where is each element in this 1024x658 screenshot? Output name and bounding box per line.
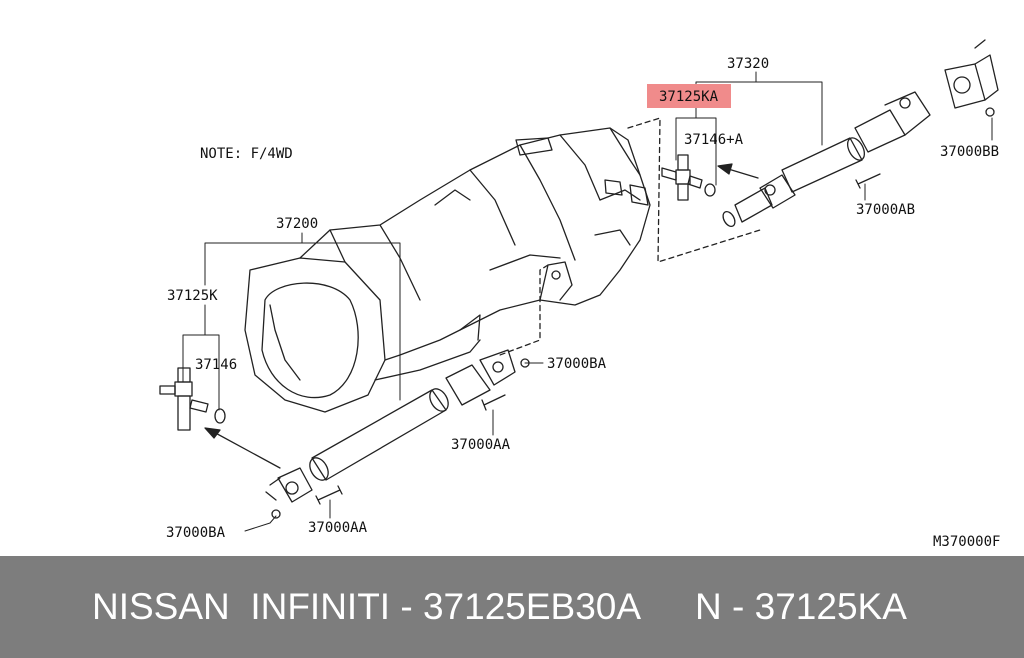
callout-37146A: 37146+A bbox=[684, 132, 744, 148]
arrow-rear-head bbox=[717, 163, 733, 175]
dashed-leader-front bbox=[499, 264, 549, 356]
universal-joint-rear bbox=[661, 154, 716, 201]
front-propeller-shaft bbox=[265, 349, 516, 503]
highlight-37125KA bbox=[647, 84, 731, 108]
bolt-front-lower-shape bbox=[315, 485, 343, 505]
universal-joint-front bbox=[159, 367, 226, 431]
callout-37000BA-upper: 37000BA bbox=[547, 356, 607, 372]
callout-37146: 37146 bbox=[195, 357, 237, 373]
callout-37125KA: 37125KA bbox=[659, 89, 719, 105]
nut-rear-shape bbox=[985, 107, 995, 117]
callout-37000AA-lower: 37000AA bbox=[308, 520, 368, 536]
transmission-housing bbox=[244, 127, 651, 413]
note-label: NOTE: F/4WD bbox=[200, 146, 293, 162]
callout-37000BA-lower: 37000BA bbox=[166, 525, 226, 541]
parts-diagram: NOTE: F/4WD 37200 37125K 37146 37000BA 3… bbox=[159, 39, 1000, 550]
nut-front-lower-shape bbox=[271, 509, 281, 519]
bolt-rear-shape bbox=[855, 173, 881, 189]
callout-37000AB: 37000AB bbox=[856, 202, 915, 218]
drawing-id: M370000F bbox=[933, 534, 1000, 550]
rear-propeller-shaft bbox=[722, 39, 999, 228]
arrow-front-head bbox=[204, 427, 221, 439]
callout-37320: 37320 bbox=[727, 56, 769, 72]
callout-37125K: 37125K bbox=[167, 288, 218, 304]
footer-part-number: NISSAN INFINITI - 37125EB30A bbox=[92, 586, 642, 627]
footer-oem-number: N - 37125KA bbox=[695, 586, 907, 627]
leader-lines bbox=[182, 71, 993, 532]
arrow-front bbox=[209, 429, 281, 469]
callout-37000AA-upper: 37000AA bbox=[451, 437, 511, 453]
footer-bar: NISSAN INFINITI - 37125EB30A N - 37125KA bbox=[0, 556, 1024, 658]
bolt-front-upper-shape bbox=[481, 394, 506, 411]
callout-37200: 37200 bbox=[276, 216, 318, 232]
callout-37000BB: 37000BB bbox=[940, 144, 999, 160]
